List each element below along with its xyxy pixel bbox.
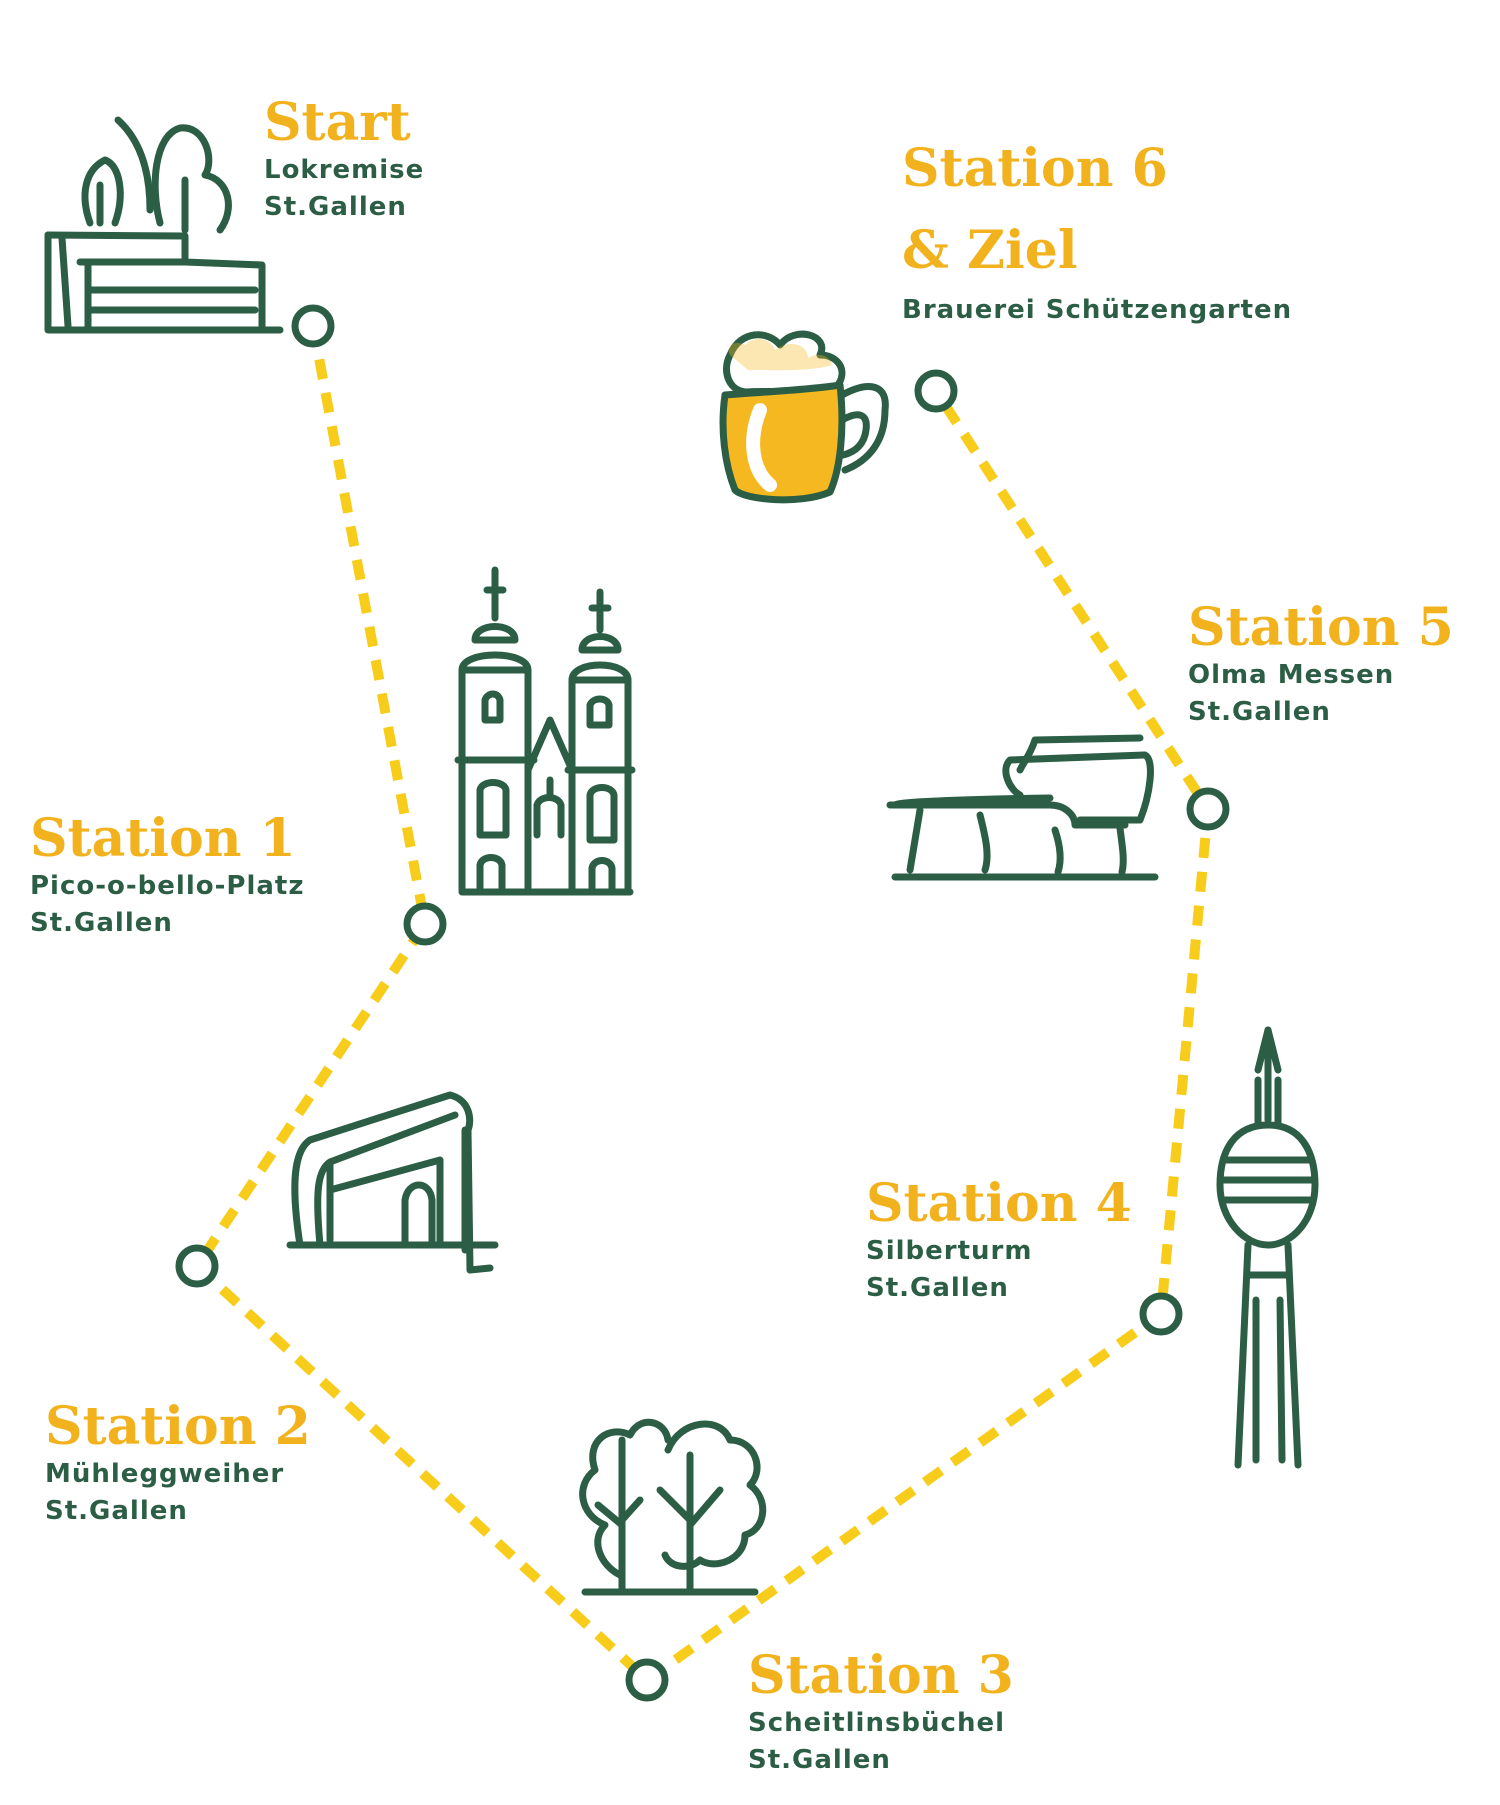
- station-line: St.Gallen: [30, 908, 173, 939]
- station-label-2: Station 2 Mühleggweiher St.Gallen: [45, 1396, 311, 1530]
- station-node-1[interactable]: [403, 902, 447, 946]
- station-title: Start: [264, 92, 411, 153]
- station-line: St.Gallen: [45, 1496, 188, 1527]
- station-line: Pico-o-bello-Platz: [30, 871, 305, 902]
- station-label-5: Station 5 Olma Messen St.Gallen: [1188, 597, 1454, 731]
- station-node-3[interactable]: [625, 1658, 669, 1702]
- node-layer: [175, 304, 1230, 1702]
- station-line: St.Gallen: [866, 1273, 1009, 1304]
- station-node-4[interactable]: [1139, 1292, 1183, 1336]
- tower-icon: [1216, 1026, 1319, 1469]
- building-icon: [286, 1091, 499, 1274]
- station-title-line-1: Station 6: [902, 138, 1168, 199]
- station-line: Brauerei Schützengarten: [902, 295, 1293, 325]
- station-title: Station 2: [45, 1396, 311, 1457]
- route-layer: [190, 325, 1214, 1687]
- station-line: St.Gallen: [1188, 697, 1331, 728]
- station-line: Silberturm: [866, 1236, 1033, 1267]
- cathedral-icon: [454, 566, 636, 896]
- station-node-2[interactable]: [175, 1244, 219, 1288]
- station-label-3: Station 3 Scheitlinsbüchel St.Gallen: [748, 1645, 1014, 1779]
- station-line: Scheitlinsbüchel: [748, 1708, 1006, 1739]
- station-title: Station 5: [1188, 597, 1454, 658]
- icon-layer: [44, 116, 1319, 1596]
- station-node-5[interactable]: [1186, 787, 1230, 831]
- train-depot-icon: [44, 116, 284, 334]
- station-line: Olma Messen: [1188, 660, 1395, 691]
- station-node-0[interactable]: [291, 304, 335, 348]
- bench-icon: [886, 734, 1159, 881]
- station-line: St.Gallen: [264, 192, 407, 223]
- station-title: Station 3: [748, 1645, 1014, 1706]
- station-line: Lokremise: [264, 155, 425, 186]
- station-label-6: Station 6 & Ziel Brauerei Schützengarten: [902, 128, 1292, 329]
- station-label-4: Station 4 Silberturm St.Gallen: [866, 1173, 1132, 1307]
- station-node-6[interactable]: [914, 369, 958, 413]
- trees-icon: [579, 1418, 767, 1596]
- station-label-1: Station 1 Pico-o-bello-Platz St.Gallen: [30, 808, 305, 942]
- station-title-line-2: & Ziel: [902, 220, 1078, 281]
- station-title: Station 1: [30, 808, 296, 869]
- station-line: Mühleggweiher: [45, 1459, 285, 1490]
- beer-mug-icon: [719, 330, 889, 504]
- station-line: St.Gallen: [748, 1745, 891, 1776]
- route-dashed-line: [190, 325, 1214, 1687]
- station-label-start: Start Lokremise St.Gallen: [264, 92, 425, 226]
- station-title: Station 4: [866, 1173, 1132, 1234]
